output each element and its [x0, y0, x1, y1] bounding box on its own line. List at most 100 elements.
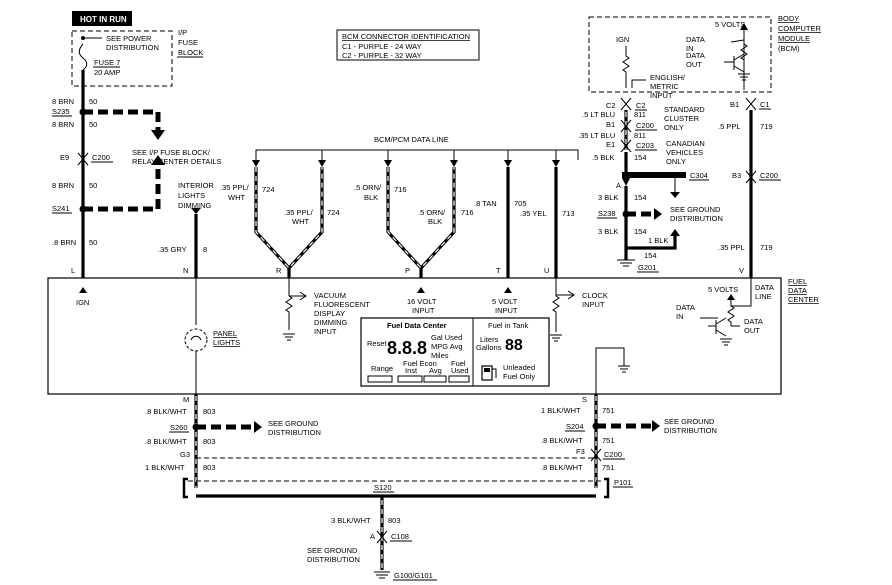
bcm-data-in-1: DATA	[686, 35, 705, 44]
pin-n: N	[183, 266, 188, 275]
bcm-data-out-1: DATA	[686, 51, 705, 60]
gl-w3-color: 1 BLK/WHT	[145, 463, 185, 472]
w154c-num: 154	[634, 227, 647, 236]
v5-arrow	[504, 287, 512, 293]
fuse-rating: 20 AMP	[94, 68, 120, 77]
dimming-label-1: INTERIOR	[178, 181, 214, 190]
s204-arrow	[652, 420, 660, 432]
s260-label: S260	[170, 423, 188, 432]
dimming-label-2: LIGHTS	[178, 191, 205, 200]
right-c200-connector	[745, 170, 757, 184]
bcm-id-box	[336, 29, 480, 61]
hot-in-run-badge	[72, 11, 132, 26]
fdc-data-out-2: OUT	[744, 326, 760, 335]
w154b-color: 3 BLK	[598, 193, 618, 202]
fdc-data-circuit	[727, 278, 752, 326]
gb-g-label: G100/G101	[394, 571, 433, 580]
vac-input-ground	[283, 333, 295, 341]
fdc-inst-button[interactable]	[397, 375, 423, 383]
tan-num: 705	[514, 199, 527, 208]
fdc-liters: Liters	[480, 335, 499, 344]
bcm-ground	[738, 73, 750, 81]
cluster-std-3: ONLY	[664, 123, 684, 132]
w724a-color-2: WHT	[228, 193, 245, 202]
fdc-fuel-econ: Fuel Econ	[403, 359, 437, 368]
bcm-c1-right: C1	[760, 100, 770, 109]
data-line-label: BCM/PCM DATA LINE	[374, 135, 449, 144]
w719b-color: .35 PPL	[718, 243, 745, 252]
w719a-color: .5 PPL	[718, 122, 741, 131]
bcm-name-2: COMPUTER	[778, 24, 822, 33]
cluster-a: A	[616, 181, 621, 190]
right-c200: C200	[760, 171, 778, 180]
fuse-block-box	[71, 30, 173, 87]
w811a-num: 811	[634, 110, 646, 119]
bcm-name-3: MODULE	[778, 34, 810, 43]
cluster-c200: C200	[636, 121, 654, 130]
gl-w1-num: 803	[203, 407, 216, 416]
panel-lights-bulb	[184, 328, 208, 352]
w716a-num: 716	[394, 185, 407, 194]
data-line-bus	[255, 149, 579, 160]
bcm-box	[588, 16, 772, 93]
gb-see-ground-2: DISTRIBUTION	[307, 555, 360, 564]
gl-see-ground-2: DISTRIBUTION	[268, 428, 321, 437]
clock-2: INPUT	[582, 300, 605, 309]
fdc-fuel-used-button[interactable]	[448, 375, 470, 383]
fdc-range-button[interactable]	[367, 375, 393, 383]
vac-4: DIMMING	[314, 318, 347, 327]
bcm-b1-left: B1	[730, 100, 739, 109]
gr-w1-num: 751	[602, 406, 615, 415]
fdc-internal-ground	[618, 365, 630, 373]
fdc-data-line-1: DATA	[755, 283, 774, 292]
w724a-num: 724	[262, 185, 275, 194]
fdc-avg-button[interactable]	[423, 375, 447, 383]
w811b-num: 811	[634, 131, 646, 140]
see-ip-line1: SEE I/P FUSE BLOCK/	[132, 148, 211, 157]
w719b-num: 719	[760, 243, 773, 252]
w154d-wire	[626, 236, 677, 250]
fdc-name-2: DATA	[788, 286, 807, 295]
s241-branch	[83, 165, 161, 212]
left-w4-color: .8 BRN	[52, 238, 76, 247]
fdc-avg: Avg	[429, 366, 442, 375]
c200-left-connector	[77, 152, 89, 166]
data-arrow-716a	[384, 160, 392, 167]
fuse-distribution: DISTRIBUTION	[106, 43, 159, 52]
bcm-ign-circuit	[622, 46, 630, 88]
pin-l: L	[71, 266, 75, 275]
fdc-data-out-1: DATA	[744, 317, 763, 326]
bcm-id-c1: C1 - PURPLE - 24 WAY	[342, 42, 422, 51]
v5-1: 5 VOLT	[492, 297, 518, 306]
v16-1: 16 VOLT	[407, 297, 437, 306]
w724b-color-1: .35 PPL/	[284, 208, 314, 217]
s235-label: S235	[52, 107, 70, 116]
fdc-digits: 8.8.8	[387, 338, 427, 358]
bcm-id-c2: C2 - PURPLE - 32 WAY	[342, 51, 422, 60]
w154c-color: 3 BLK	[598, 227, 618, 236]
fdc-5v: 5 VOLTS	[708, 285, 738, 294]
c304-right-cap	[670, 192, 680, 198]
s238-arrow	[654, 208, 662, 220]
w716a-color-2: BLK	[364, 193, 378, 202]
fdc-gallons: Gallons	[476, 343, 502, 352]
fdc-used: Used	[451, 366, 469, 375]
canadian-2: VEHICLES	[666, 148, 703, 157]
fdc-internal-ground-line	[595, 347, 625, 394]
vac-input-resistor	[285, 295, 293, 330]
fdc-unleaded-2: Fuel Only	[503, 372, 535, 381]
canadian-3: ONLY	[666, 157, 686, 166]
dimming-label-3: DIMMING	[178, 201, 211, 210]
wire-716-pair	[386, 167, 456, 271]
w724b-num: 724	[327, 208, 340, 217]
s235-arrow	[151, 130, 165, 140]
s235-branch	[83, 109, 161, 130]
fuse-element-symbol	[78, 43, 88, 71]
bcm-5v: 5 VOLTS	[715, 20, 745, 29]
cluster-c200-connector	[620, 119, 632, 133]
left-w2-color: 8 BRN	[52, 120, 74, 129]
v16-arrow	[417, 287, 425, 293]
bcm-name-1: BODY	[778, 14, 799, 23]
p101-label: P101	[614, 478, 632, 487]
fdc-reset: Reset	[367, 339, 388, 348]
